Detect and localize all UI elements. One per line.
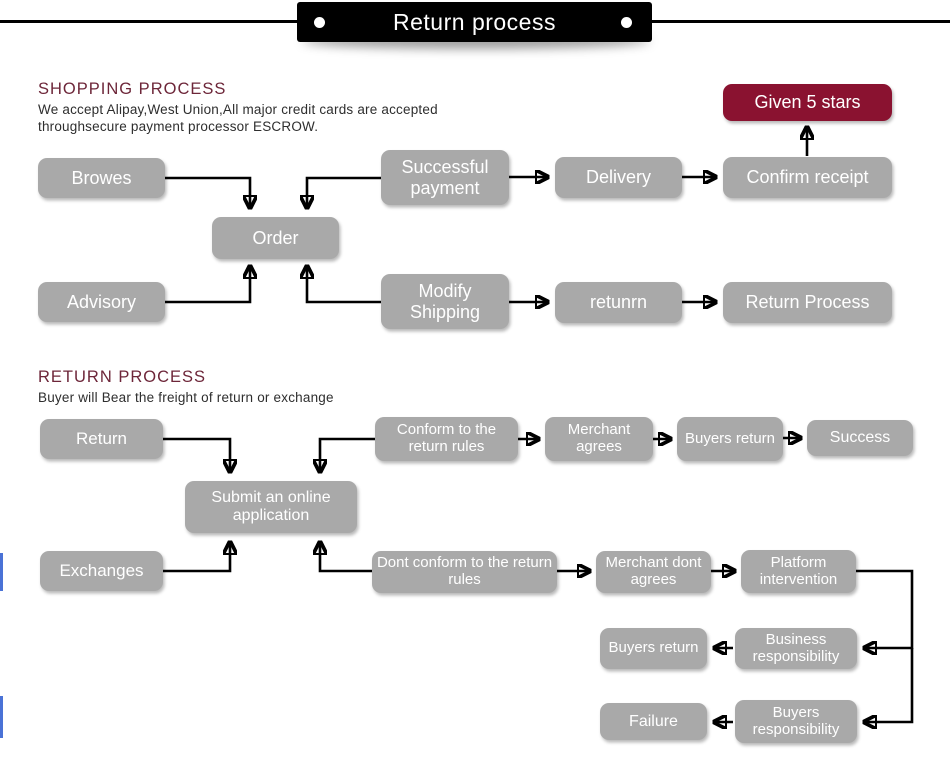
arrow-browes-to-order	[165, 176, 250, 208]
shopping-section-heading: SHOPPING PROCESS	[38, 80, 227, 98]
flow-node-business-responsibility: Business responsibility	[735, 628, 857, 669]
flow-node-return-process: Return Process	[723, 282, 892, 323]
flow-node-successful-payment: Successful payment	[381, 150, 509, 205]
flow-node-platform-intervention: Platform intervention	[741, 550, 856, 593]
left-edge-artifact	[0, 696, 3, 738]
return-section-description: Buyer will Bear the freight of return or…	[38, 390, 334, 405]
flow-node-advisory: Advisory	[38, 282, 165, 322]
flow-node-exchanges: Exchanges	[40, 551, 163, 591]
flow-node-confirm-receipt: Confirm receipt	[723, 157, 892, 198]
flow-node-given-5-stars: Given 5 stars	[723, 84, 892, 121]
shopping-section-description: throughsecure payment processor ESCROW.	[38, 119, 319, 134]
flow-node-failure: Failure	[600, 703, 707, 740]
page-title: Return process	[393, 8, 556, 35]
flow-node-order: Order	[212, 217, 339, 259]
flow-node-success: Success	[807, 420, 913, 456]
flow-node-conform-rules: Conform to the return rules	[375, 417, 518, 461]
flow-node-merchant-dont-agrees: Merchant dont agrees	[596, 551, 711, 593]
flow-node-delivery: Delivery	[555, 157, 682, 198]
flow-node-dont-conform-rules: Dont conform to the return rules	[372, 551, 557, 593]
arrow-exchanges-to-submit	[163, 542, 230, 573]
arrow-shipping-to-order	[307, 266, 381, 304]
arrow-payment-to-order	[307, 176, 381, 208]
flow-node-buyers-return: Buyers return	[677, 417, 783, 461]
arrow-dontconform-to-submit	[320, 542, 372, 573]
flow-node-merchant-agrees: Merchant agrees	[545, 417, 653, 461]
left-edge-artifact	[0, 553, 3, 591]
flow-node-return: Return	[40, 419, 163, 459]
shopping-section-description: We accept Alipay,West Union,All major cr…	[38, 102, 438, 117]
flow-node-buyers-responsibility: Buyers responsibility	[735, 700, 857, 743]
banner-dot-icon	[621, 17, 632, 28]
arrow-platform-to-business	[856, 569, 914, 648]
arrow-conform-to-submit	[320, 437, 375, 472]
return-section-heading: RETURN PROCESS	[38, 368, 207, 386]
arrow-return-to-submit	[163, 437, 230, 472]
flow-node-modify-shipping: Modify Shipping	[381, 274, 509, 329]
flow-node-buyers-return: Buyers return	[600, 628, 707, 669]
arrow-down-to-buyersresponsibility	[864, 648, 914, 722]
banner: Return process	[297, 2, 652, 42]
flow-node-submit-application: Submit an online application	[185, 481, 357, 533]
flow-node-retunrn: retunrn	[555, 282, 682, 323]
flow-node-browes: Browes	[38, 158, 165, 198]
banner-dot-icon	[314, 17, 325, 28]
arrow-advisory-to-order	[165, 266, 250, 304]
